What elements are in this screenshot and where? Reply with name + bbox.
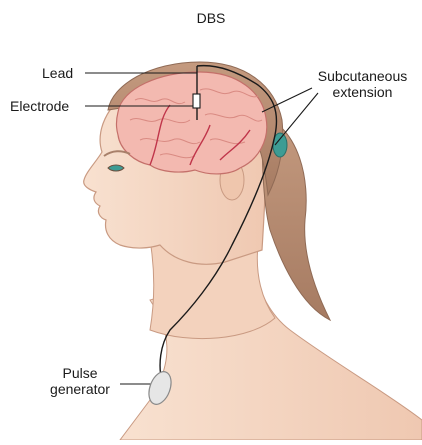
label-subcutaneous-line-2: extension (315, 84, 410, 100)
label-electrode: Electrode (10, 98, 69, 114)
label-subcutaneous-line-1: Subcutaneous (315, 68, 410, 84)
brain (117, 72, 267, 174)
label-lead: Lead (42, 65, 73, 81)
electrode (193, 94, 200, 108)
eye (108, 165, 124, 171)
label-pulse-line-2: generator (40, 381, 120, 397)
label-pulse-line-1: Pulse (40, 365, 120, 381)
label-pulse-generator: Pulse generator (40, 365, 120, 397)
diagram-title: DBS (0, 10, 422, 26)
label-subcutaneous-extension: Subcutaneous extension (315, 68, 410, 100)
